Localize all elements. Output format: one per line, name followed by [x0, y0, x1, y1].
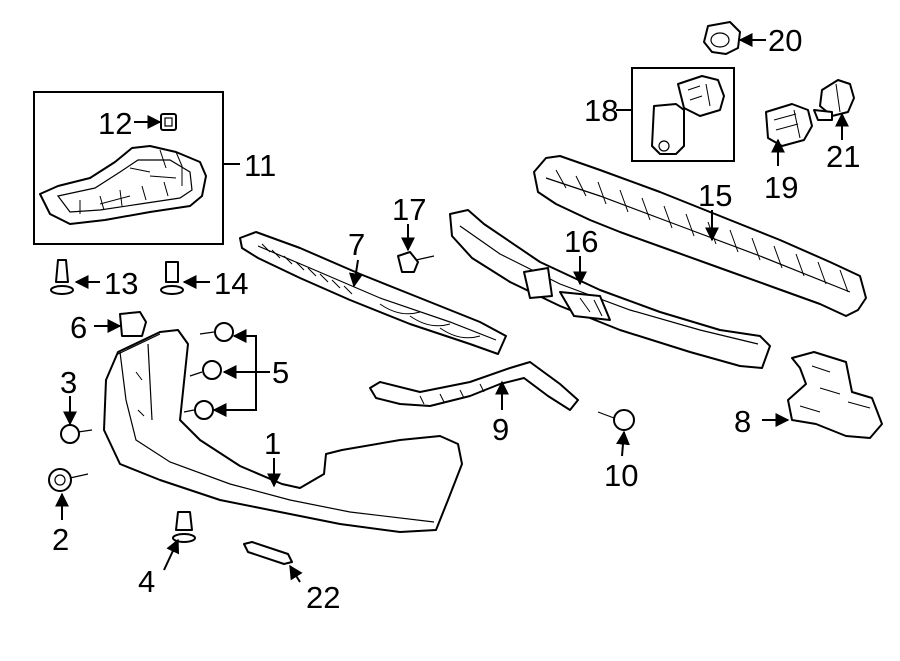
- callout-15: 15: [698, 178, 732, 213]
- part-18-shape: [651, 75, 725, 155]
- callout-19: 19: [764, 170, 798, 205]
- part-13-clip: [50, 259, 74, 295]
- callout-20: 20: [768, 23, 802, 58]
- callout-12: 12: [98, 106, 132, 141]
- part-10-bolt: [597, 409, 635, 431]
- callout-21: 21: [826, 139, 860, 174]
- part-18-inset-box: [631, 67, 735, 162]
- part-21-shape: [813, 79, 855, 121]
- callout-1: 1: [264, 426, 281, 461]
- callout-7: 7: [348, 227, 365, 262]
- callout-2: 2: [52, 522, 69, 557]
- part-19-shape: [765, 103, 813, 147]
- part-15-shape: [533, 155, 867, 317]
- callout-4: 4: [138, 564, 155, 599]
- callout-10: 10: [604, 458, 638, 493]
- part-8-shape: [787, 351, 883, 439]
- part-11-shape: [39, 145, 207, 225]
- part-12-shape: [160, 113, 177, 131]
- callout-17: 17: [392, 192, 426, 227]
- part-22-shape: [243, 541, 293, 565]
- leader-lines: [55, 33, 849, 583]
- part-14-clip: [160, 261, 184, 295]
- callout-9: 9: [492, 412, 509, 447]
- part-5-screws: [183, 322, 234, 420]
- callout-labels: 1 2 3 4 5 6 7 8 9 10 11 12 13 14 15 16 1…: [52, 23, 860, 615]
- callout-22: 22: [306, 580, 340, 615]
- callout-13: 13: [104, 266, 138, 301]
- callout-16: 16: [564, 224, 598, 259]
- part-6-nut: [119, 311, 147, 337]
- part-1-shape: [103, 329, 463, 533]
- part-20-shape: [703, 21, 741, 55]
- part-16-shape: [449, 209, 771, 369]
- part-4-clip: [172, 511, 196, 543]
- part-17-bolt: [397, 251, 435, 273]
- callout-3: 3: [60, 365, 77, 400]
- callout-8: 8: [734, 404, 751, 439]
- part-7-shape: [239, 231, 507, 355]
- callout-18: 18: [584, 93, 618, 128]
- part-9-shape: [369, 361, 579, 411]
- part-2-bolt: [48, 468, 89, 492]
- part-3-screw: [60, 424, 93, 444]
- callout-11: 11: [244, 148, 276, 183]
- part-11-inset-box: [33, 91, 224, 245]
- callout-6: 6: [70, 310, 87, 345]
- callout-14: 14: [214, 266, 248, 301]
- callout-5: 5: [272, 355, 289, 390]
